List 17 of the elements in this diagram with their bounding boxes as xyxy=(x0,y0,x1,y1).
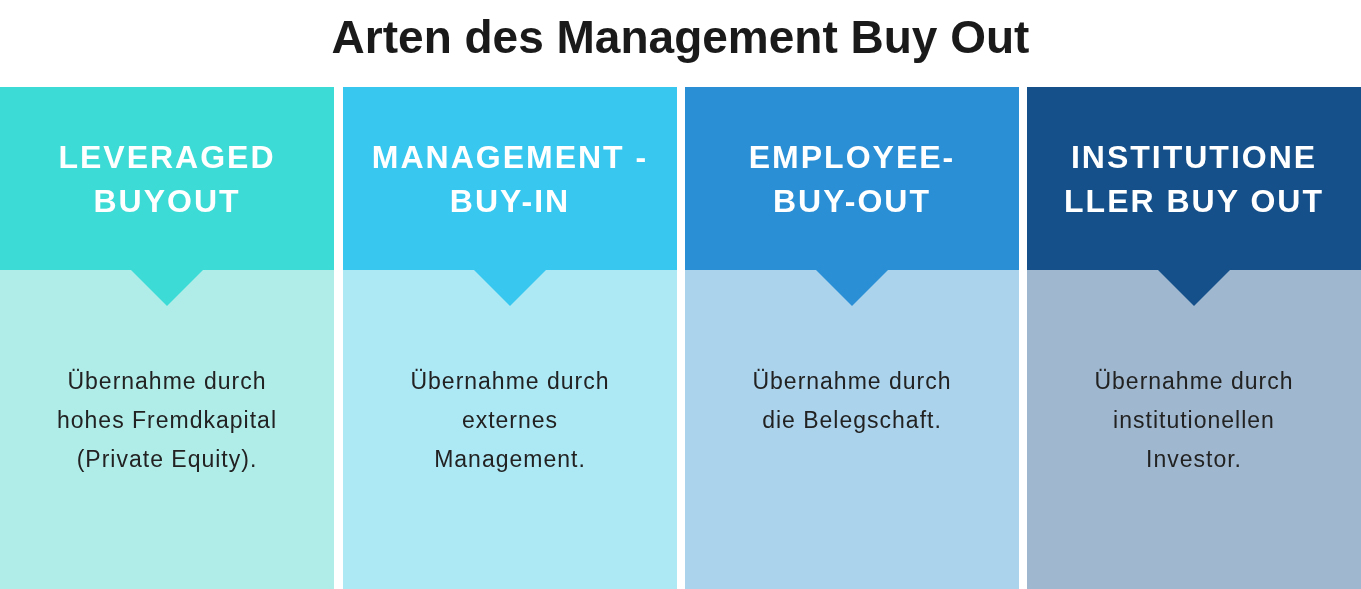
description-text: Übernahme durch die Belegschaft. xyxy=(752,368,952,433)
header-panel xyxy=(685,87,1019,270)
content-panel xyxy=(0,270,334,589)
header-text: INSTITUTIONE LLER BUY OUT xyxy=(1063,137,1325,221)
content-panel xyxy=(343,270,677,589)
header-text: EMPLOYEE- BUY-OUT xyxy=(747,137,957,221)
description-text: Übernahme durch institutionellen Investor. xyxy=(1094,368,1294,472)
header-panel xyxy=(1027,87,1361,270)
diagram-title: Arten des Management Buy Out xyxy=(330,10,1031,64)
content-panel xyxy=(1027,270,1361,589)
description-text: Übernahme durch hohes Fremdkapital (Private Equity). xyxy=(57,368,277,472)
header-panel xyxy=(0,87,334,270)
header-panel xyxy=(343,87,677,270)
header-text: LEVERAGED BUYOUT xyxy=(57,137,277,221)
header-text: MANAGEMENT -BUY-IN xyxy=(370,137,650,221)
content-panel xyxy=(685,270,1019,589)
description-text: Übernahme durch externes Management. xyxy=(410,368,610,472)
